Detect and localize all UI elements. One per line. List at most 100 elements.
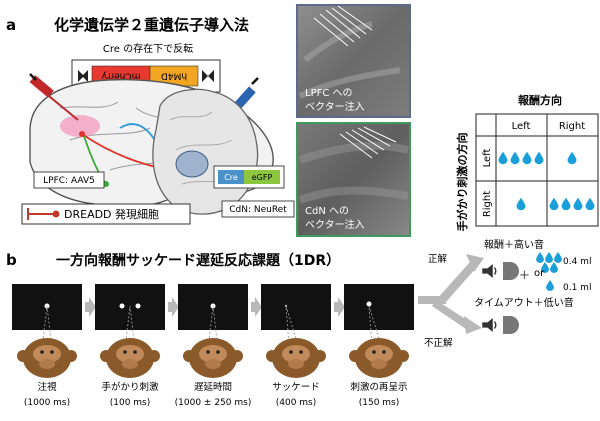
stage-name: 刺激の再呈示 [350, 381, 407, 393]
monkey-face [199, 345, 227, 363]
row-right: Right [482, 191, 493, 217]
panel-a-title: 化学遺伝学２重遺伝子導入法 [54, 16, 249, 34]
row-left: Left [482, 149, 493, 168]
col-right: Right [559, 121, 585, 132]
speaker-icon [482, 264, 497, 278]
sequence-arrow-icon [334, 297, 345, 317]
reward-table-row-header: 手がかり刺激の方向 [455, 133, 469, 232]
reward-drop-icon [536, 252, 544, 263]
cdn-label: CdN: NeuRet [229, 205, 287, 215]
reward-drop-icon [546, 280, 554, 291]
sequence-arrow-icon [251, 297, 262, 317]
cre-segment [218, 170, 244, 184]
monkey-ear-icon [231, 350, 243, 362]
panel-b-label: b [6, 251, 17, 269]
reward-drop-icon [510, 151, 520, 165]
monkey-eye [206, 350, 210, 354]
monkey-ear-icon [148, 350, 160, 362]
reward-drop-icon [522, 151, 532, 165]
monkey-ear-icon [17, 350, 29, 362]
reward-drop-icon [573, 197, 583, 211]
monkey-face [116, 345, 144, 363]
monkey-face [282, 345, 310, 363]
incorrect-label: 不正解 [424, 337, 453, 349]
dreadd-legend-label: DREADD 発現細胞 [64, 207, 159, 221]
plus-sign: + [519, 268, 530, 283]
outcome-arrows [418, 254, 484, 334]
micrograph-cdn-line1: CdN への [305, 206, 349, 217]
stage-duration: (400 ms) [276, 398, 317, 408]
hm4d-label: hM4D [161, 71, 187, 81]
monkey-eye [299, 350, 303, 354]
dreadd-legend: DREADD 発現細胞 [21, 203, 191, 225]
reward-drop-icon [554, 252, 562, 263]
reward-drop-icon [498, 151, 508, 165]
micrograph-cdn: CdN への ベクター注入 [296, 122, 411, 237]
timeout-label: タイムアウト＋低い音 [474, 296, 574, 309]
lpfc-label: LPFC: AAV5 [43, 176, 95, 186]
micrograph-lpfc-line1: LPFC への [305, 88, 353, 99]
mcherry-label: mCherry [101, 71, 141, 81]
monkey-ear-icon [266, 350, 278, 362]
stage-duration: (1000 ms) [24, 398, 70, 408]
cre-label: Cre [224, 173, 238, 182]
reward-drop-icon [567, 151, 577, 165]
micrograph-lpfc: LPFC への ベクター注入 [296, 4, 411, 118]
monkey-ear-icon [397, 350, 409, 362]
reward-drop-icon [516, 197, 526, 211]
monkey-eye [50, 350, 54, 354]
monkey-ear-icon [65, 350, 77, 362]
reward-drop-icon [550, 262, 558, 273]
fixation-dot [119, 303, 125, 309]
stimulus-dot [366, 301, 372, 307]
task-sequence: 注視 (1000 ms) 手がかり刺激 (100 ms) 遅延時間 (1000 ± 250… [12, 284, 414, 408]
task-screen [261, 284, 331, 330]
reward-table-col-header: 報酬方向 [518, 93, 562, 107]
stage-name: 手がかり刺激 [101, 381, 159, 393]
correct-label: 正解 [428, 253, 448, 265]
stage-name: 遅延時間 [194, 381, 232, 393]
monkey-face [33, 345, 61, 363]
reward-drop-icon [545, 252, 553, 263]
monkey-ear-icon [314, 350, 326, 362]
monkey-eye [40, 350, 44, 354]
cre-egfp-construct: Cre eGFP [213, 165, 285, 189]
amount-small: 0.1 ml [563, 283, 591, 293]
micrograph-cdn-line2: ベクター注入 [305, 218, 365, 231]
monkey-ear-icon [183, 350, 195, 362]
col-left: Left [512, 121, 531, 132]
reward-drop-icon [549, 197, 559, 211]
monkey-eye [372, 350, 376, 354]
reward-drop-icon [561, 197, 571, 211]
panel-a-label: a [6, 16, 16, 34]
egfp-label: eGFP [252, 173, 273, 182]
reward-table: 報酬方向 手がかり刺激の方向 Left Right Left Right [455, 93, 599, 232]
stage-duration: (100 ms) [110, 398, 151, 408]
lpfc-area [60, 115, 100, 137]
stage-duration: (1000 ± 250 ms) [175, 398, 252, 408]
monkey-eye [216, 350, 220, 354]
egfp-segment [244, 170, 280, 184]
cre-inversion-caption: Cre の存在下で反転 [103, 42, 193, 55]
amount-large: 0.4 ml [563, 257, 591, 267]
stage-name: 注視 [37, 381, 57, 393]
panel-b-title: 一方向報酬サッケード遅延反応課題（1DR） [56, 252, 340, 269]
reward-drop-icon [534, 151, 544, 165]
speaker-low-icon [482, 318, 497, 332]
reward-drop-icon [585, 197, 595, 211]
or-label: or [534, 268, 545, 279]
monkey-ear-icon [100, 350, 112, 362]
monkey-eye [123, 350, 127, 354]
monkey-eye [382, 350, 386, 354]
juice-spout-timeout-icon [503, 316, 519, 334]
monkey-muzzle [371, 359, 387, 369]
monkey-eye [289, 350, 293, 354]
monkey-muzzle [122, 359, 138, 369]
monkey-muzzle [288, 359, 304, 369]
cue-dot [135, 303, 141, 309]
lpfc-syringe-icon [29, 73, 79, 121]
monkey-eye [133, 350, 137, 354]
sequence-arrow-icon [168, 297, 179, 317]
juice-spout-icon [503, 262, 519, 280]
sequence-arrow-icon [85, 297, 96, 317]
